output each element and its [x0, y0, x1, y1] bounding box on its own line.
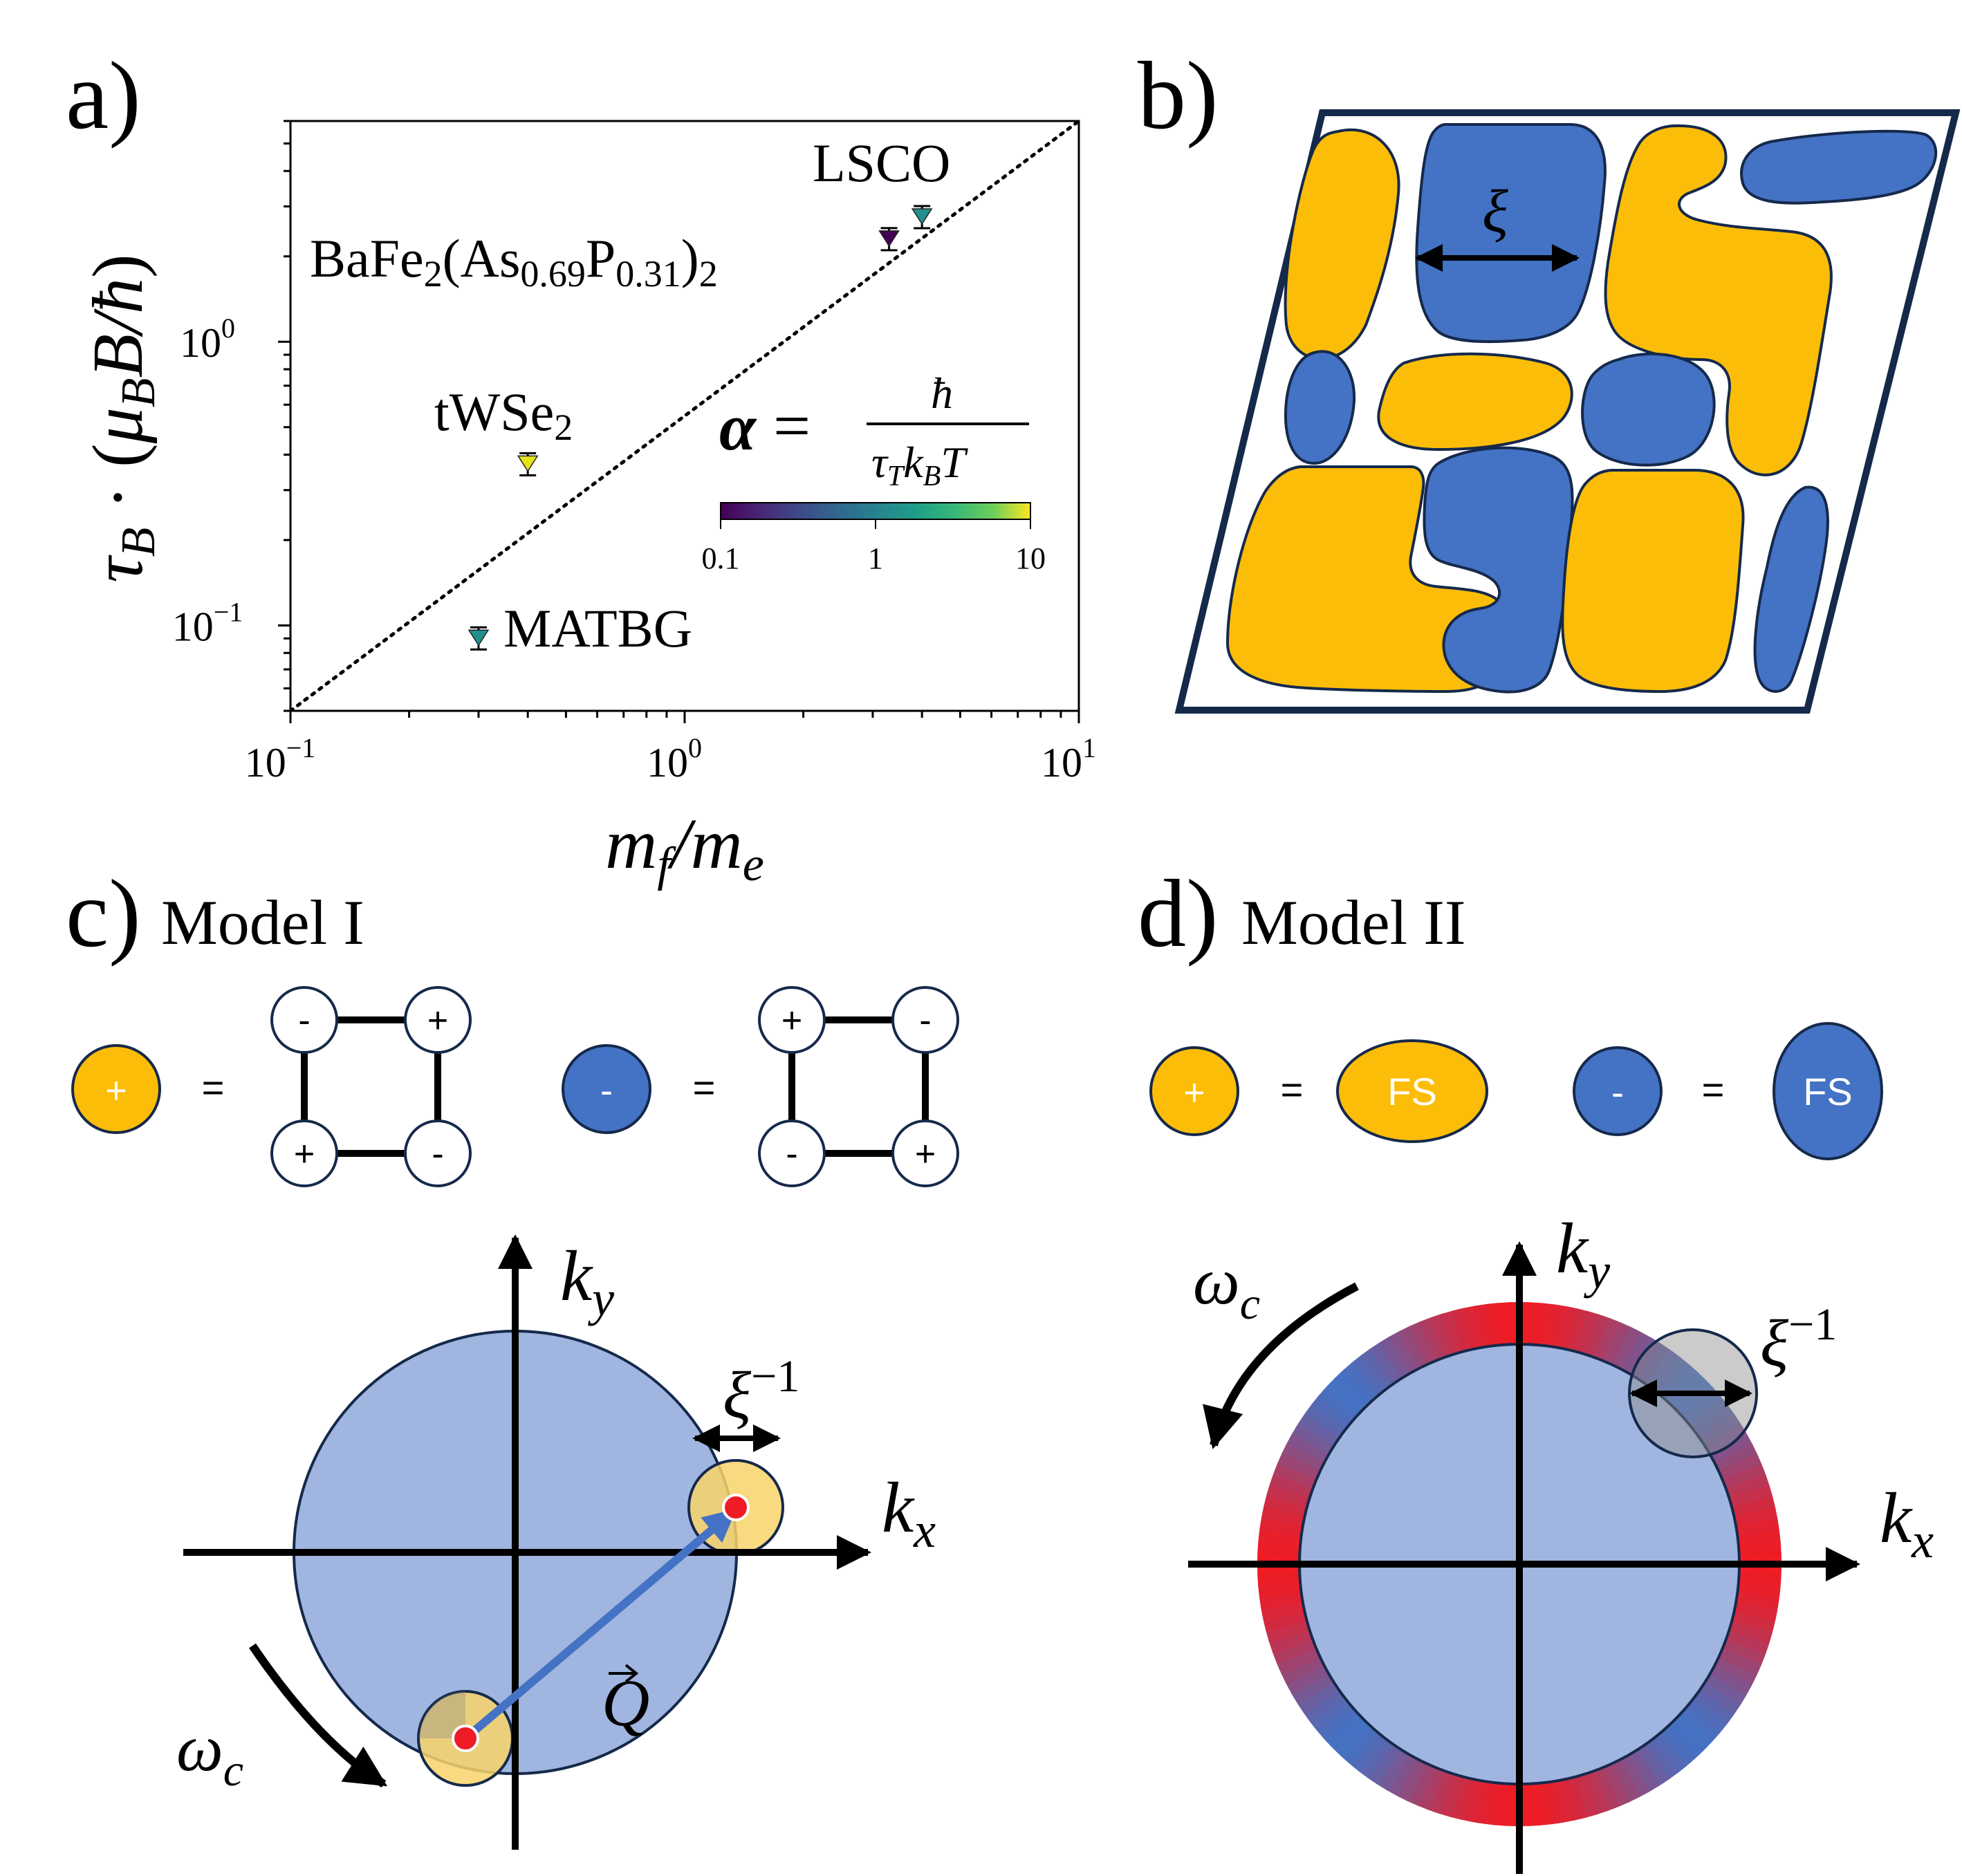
domain-blue: [1415, 123, 1607, 343]
alpha-denominator: τTkBT: [871, 438, 968, 492]
svg-text:+: +: [915, 1134, 936, 1174]
colorbar-legend: α = ħ τTkBT 0.1 1 10: [702, 369, 1046, 575]
hbar-numerator: ħ: [931, 369, 953, 418]
domain-yellow: [1377, 352, 1573, 452]
plus-domain-icon: [71, 1044, 161, 1134]
equals: =: [202, 1066, 225, 1109]
model-ii-diagram: ξ−1 ωc kx ky: [1188, 1209, 1934, 1874]
x-tick-label: 100: [647, 732, 702, 786]
y-axis-title: τB · (μBB/ħ): [78, 254, 165, 582]
colorbar-tick-label: 0.1: [702, 541, 740, 575]
svg-text:+: +: [1183, 1072, 1205, 1113]
svg-text:+: +: [294, 1134, 315, 1174]
x-tick-label: 10−1: [245, 732, 316, 786]
svg-text:FS: FS: [1387, 1070, 1437, 1113]
fermi-surface-plus: [1336, 1039, 1488, 1143]
domain-blue: [1753, 485, 1829, 693]
q-vector: [463, 1508, 737, 1742]
plus-domain-icon: [1149, 1046, 1239, 1136]
svg-text:-: -: [432, 1134, 443, 1174]
domain-yellow: [1604, 124, 1833, 476]
cyclotron-arrow: [1203, 1282, 1359, 1449]
data-point-bafe2as069p0312: [878, 227, 900, 252]
xi-label: ξ: [1482, 178, 1508, 245]
reference-line: [290, 121, 1079, 711]
data-point-twse2: [517, 452, 539, 476]
label-twse2: tWSe2: [434, 382, 573, 448]
svg-text:+: +: [781, 1001, 802, 1041]
fermi-surface-minus: [1773, 1022, 1883, 1160]
hotspot-center-upper: [722, 1494, 750, 1521]
label-matbg: MATBG: [503, 598, 692, 658]
kx-label: kx: [882, 1468, 936, 1558]
omega-c-label: ωc: [1193, 1244, 1260, 1329]
minus-domain-icon: [1573, 1046, 1663, 1136]
minus-sign: -: [600, 1070, 613, 1111]
svg-text:-: -: [919, 1001, 931, 1041]
model-i-diagram: ξ−1 ωc Q kx ky: [176, 1234, 936, 1850]
equals-sign: =: [773, 389, 811, 463]
xi-inverse-label: ξ−1: [1760, 1299, 1837, 1380]
plus-sign: +: [105, 1070, 127, 1111]
kx-label: kx: [1880, 1478, 1934, 1568]
panel-a-label: a): [66, 42, 141, 149]
equals: =: [693, 1066, 716, 1109]
model-i-legend: + = - + + - - = + - - +: [71, 986, 959, 1187]
svg-text:=: =: [1702, 1068, 1725, 1111]
domain-blue: [1423, 446, 1574, 694]
svg-text:τB · (μBB/ħ): τB · (μBB/ħ): [78, 254, 165, 582]
domain-blue: [1284, 350, 1356, 465]
domain-yellow: [1225, 465, 1508, 694]
y-tick-label: 10−1: [172, 597, 243, 650]
panel-c-title: Model I: [161, 887, 364, 958]
xi-inverse-label: ξ−1: [723, 1351, 799, 1432]
svg-text:+: +: [427, 1001, 448, 1041]
panel-b-label: b): [1138, 42, 1219, 149]
svg-text:=: =: [1281, 1068, 1304, 1111]
model-ii-legend: + = FS - = FS: [1149, 1022, 1883, 1160]
minus-domain-icon: [562, 1044, 651, 1134]
domain-blue: [1581, 352, 1716, 467]
label-lsco: LSCO: [813, 133, 950, 193]
plaquette-minus: + - - +: [758, 986, 959, 1187]
omega-c-label: ωc: [176, 1711, 243, 1796]
alpha-symbol: α: [719, 390, 757, 464]
panel-d-label: d): [1138, 860, 1219, 967]
svg-text:-: -: [1611, 1072, 1624, 1113]
plaquette-plus: - + + -: [270, 986, 472, 1187]
colorbar-tick-label: 10: [1015, 541, 1046, 575]
x-axis-title: mf/me: [605, 804, 764, 891]
ky-label: ky: [1556, 1209, 1610, 1299]
panel-c-label: c): [66, 860, 141, 967]
domain-yellow: [1561, 469, 1745, 694]
ky-label: ky: [560, 1236, 614, 1326]
svg-text:-: -: [298, 1001, 310, 1041]
data-point-matbg: [468, 626, 490, 651]
panel-d-title: Model II: [1241, 887, 1465, 958]
y-tick-label: 100: [180, 313, 235, 366]
domain-blue: [1740, 129, 1938, 205]
q-arrow-accent: [609, 1664, 639, 1683]
data-point-lsco: [911, 205, 933, 230]
svg-text:FS: FS: [1803, 1070, 1853, 1113]
svg-text:-: -: [786, 1134, 797, 1174]
x-tick-label: 101: [1041, 732, 1096, 786]
cyclotron-arrow: [249, 1643, 388, 1788]
domain-pattern: ξ: [1174, 109, 1961, 714]
colorbar-tick-label: 1: [868, 541, 883, 575]
colorbar: [720, 502, 1031, 520]
hotspot-overlap: [419, 1691, 465, 1738]
hotspot-center-lower: [452, 1725, 479, 1752]
label-bafe: BaFe2(As0.69P0.31)2: [310, 228, 718, 295]
q-label: Q: [602, 1666, 649, 1740]
